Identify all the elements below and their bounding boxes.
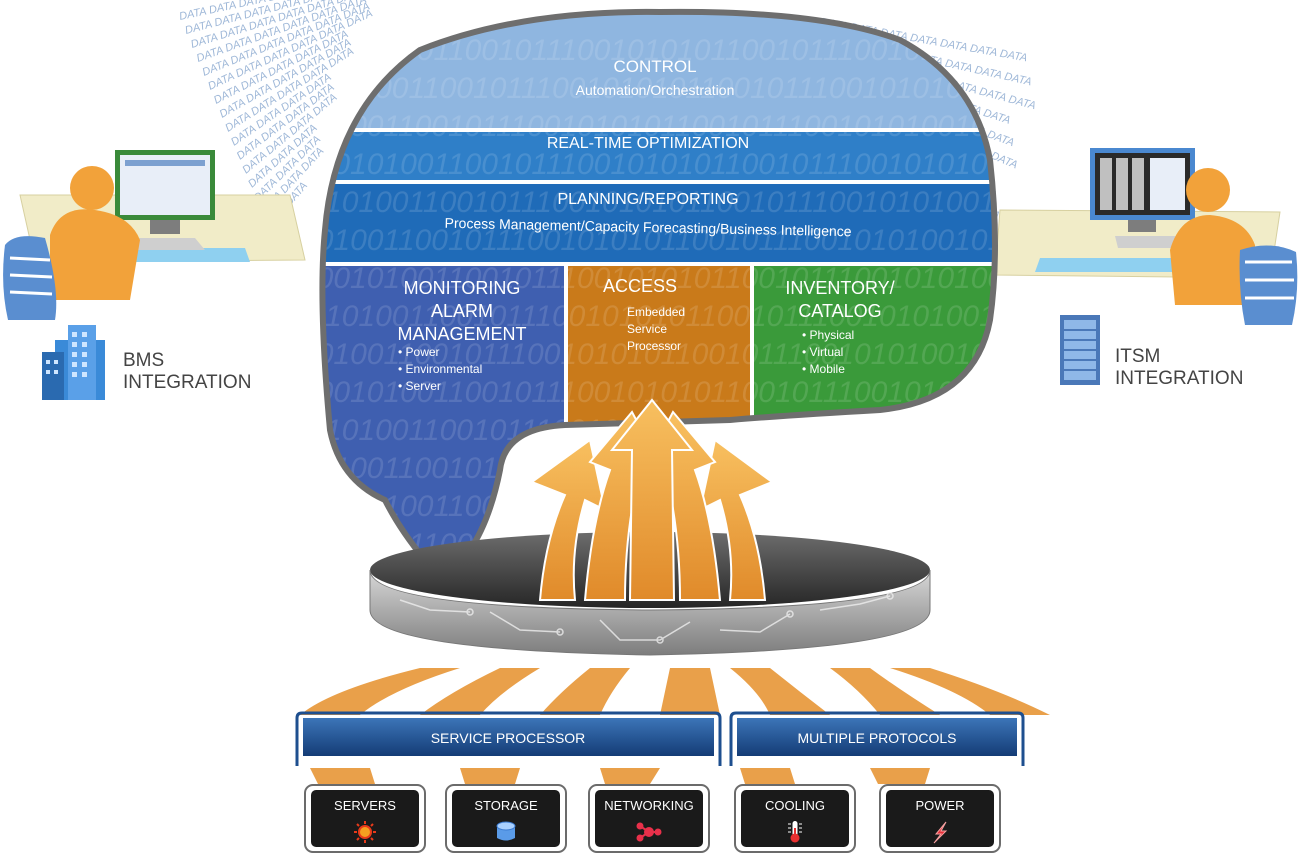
- device-box-servers: SERVERS: [304, 784, 426, 853]
- lightning-icon: [933, 821, 948, 844]
- building-icon: [42, 325, 105, 400]
- monitoring-title-line2: ALARM: [431, 301, 493, 321]
- planning-layer: [322, 184, 996, 262]
- storage-label: STORAGE: [474, 798, 538, 813]
- device-box-cooling: COOLING: [734, 784, 856, 853]
- cooling-label: COOLING: [765, 798, 825, 813]
- binary-row: 1001010011001011100101010110010111001010…: [275, 414, 1301, 447]
- device-box-power: POWER: [879, 784, 1001, 853]
- itsm-label-line2: INTEGRATION: [1115, 368, 1243, 389]
- sun-gear-icon: [354, 821, 376, 843]
- control-title: CONTROL: [613, 57, 696, 76]
- power-label: POWER: [915, 798, 964, 813]
- inventory-bullet: • Physical: [802, 328, 854, 342]
- binary-row: 1001010011001011100101010110010111001010…: [275, 186, 1301, 219]
- monitoring-bullet: • Power: [398, 345, 440, 359]
- inventory-bullet: • Mobile: [802, 362, 845, 376]
- upward-arrows: [529, 398, 775, 601]
- network-node-icon: [636, 822, 662, 842]
- networking-label: NETWORKING: [604, 798, 694, 813]
- device-box-networking: NETWORKING: [588, 784, 710, 853]
- access-desc-line: Processor: [627, 339, 681, 353]
- connection-stripes: [300, 668, 1050, 715]
- binary-row: 1001010011001011100101010110010111001010…: [250, 224, 1301, 257]
- planning-title: PLANNING/REPORTING: [557, 191, 738, 208]
- monitoring-bullet: • Server: [398, 379, 441, 393]
- control-subtitle: Automation/Orchestration: [576, 82, 735, 98]
- optimization-title: REAL-TIME OPTIMIZATION: [547, 135, 749, 152]
- binary-row: 1001010011001011100101010110010111001010…: [300, 262, 1301, 295]
- thermometer-icon: [788, 821, 802, 843]
- binary-row: 1001010011001011100101010110010111001010…: [250, 452, 1301, 485]
- monitoring-title-line3: MANAGEMENT: [397, 324, 526, 344]
- binary-row: 1001010011001011100101010110010111001010…: [275, 300, 1301, 333]
- multiple-protocols-label: MULTIPLE PROTOCOLS: [798, 730, 957, 746]
- binary-row: 1001010011001011100101010110010111001010…: [300, 490, 1301, 523]
- itsm-label-line1: ITSM: [1115, 346, 1160, 367]
- inventory-title-line1: INVENTORY/: [785, 278, 894, 298]
- servers-label: SERVERS: [334, 798, 396, 813]
- bms-workstation-illustration: [3, 150, 306, 320]
- bms-label-line2: INTEGRATION: [123, 372, 251, 393]
- access-title: ACCESS: [603, 276, 677, 296]
- access-desc-line: Embedded: [627, 305, 685, 319]
- bms-label-line1: BMS: [123, 350, 164, 371]
- service-processor-banner: SERVICE PROCESSOR: [295, 711, 722, 766]
- device-connectors: [310, 768, 930, 784]
- optimization-layer: [322, 132, 996, 180]
- inventory-title-line2: CATALOG: [798, 301, 881, 321]
- binary-row: 1001010011001011100101010110010111001010…: [250, 338, 1301, 371]
- service-processor-label: SERVICE PROCESSOR: [431, 730, 586, 746]
- database-icon: [496, 821, 516, 841]
- monitoring-bullet: • Environmental: [398, 362, 482, 376]
- binary-row: 1001010011001011100101010110010111001010…: [250, 110, 1301, 143]
- device-box-storage: STORAGE: [445, 784, 567, 853]
- binary-row: 1001010011001011100101010110010111001010…: [300, 376, 1301, 409]
- itsm-workstation-illustration: [994, 148, 1298, 325]
- access-desc-line: Service: [627, 322, 667, 336]
- binary-row: 1001010011001011100101010110010111001010…: [275, 72, 1301, 105]
- binary-row: 1001010011001011100101010110010111001010…: [300, 148, 1301, 181]
- inventory-bullet: • Virtual: [802, 345, 843, 359]
- monitoring-title-line1: MONITORING: [404, 278, 521, 298]
- multiple-protocols-banner: MULTIPLE PROTOCOLS: [729, 711, 1025, 766]
- server-rack-icon: [1060, 315, 1100, 385]
